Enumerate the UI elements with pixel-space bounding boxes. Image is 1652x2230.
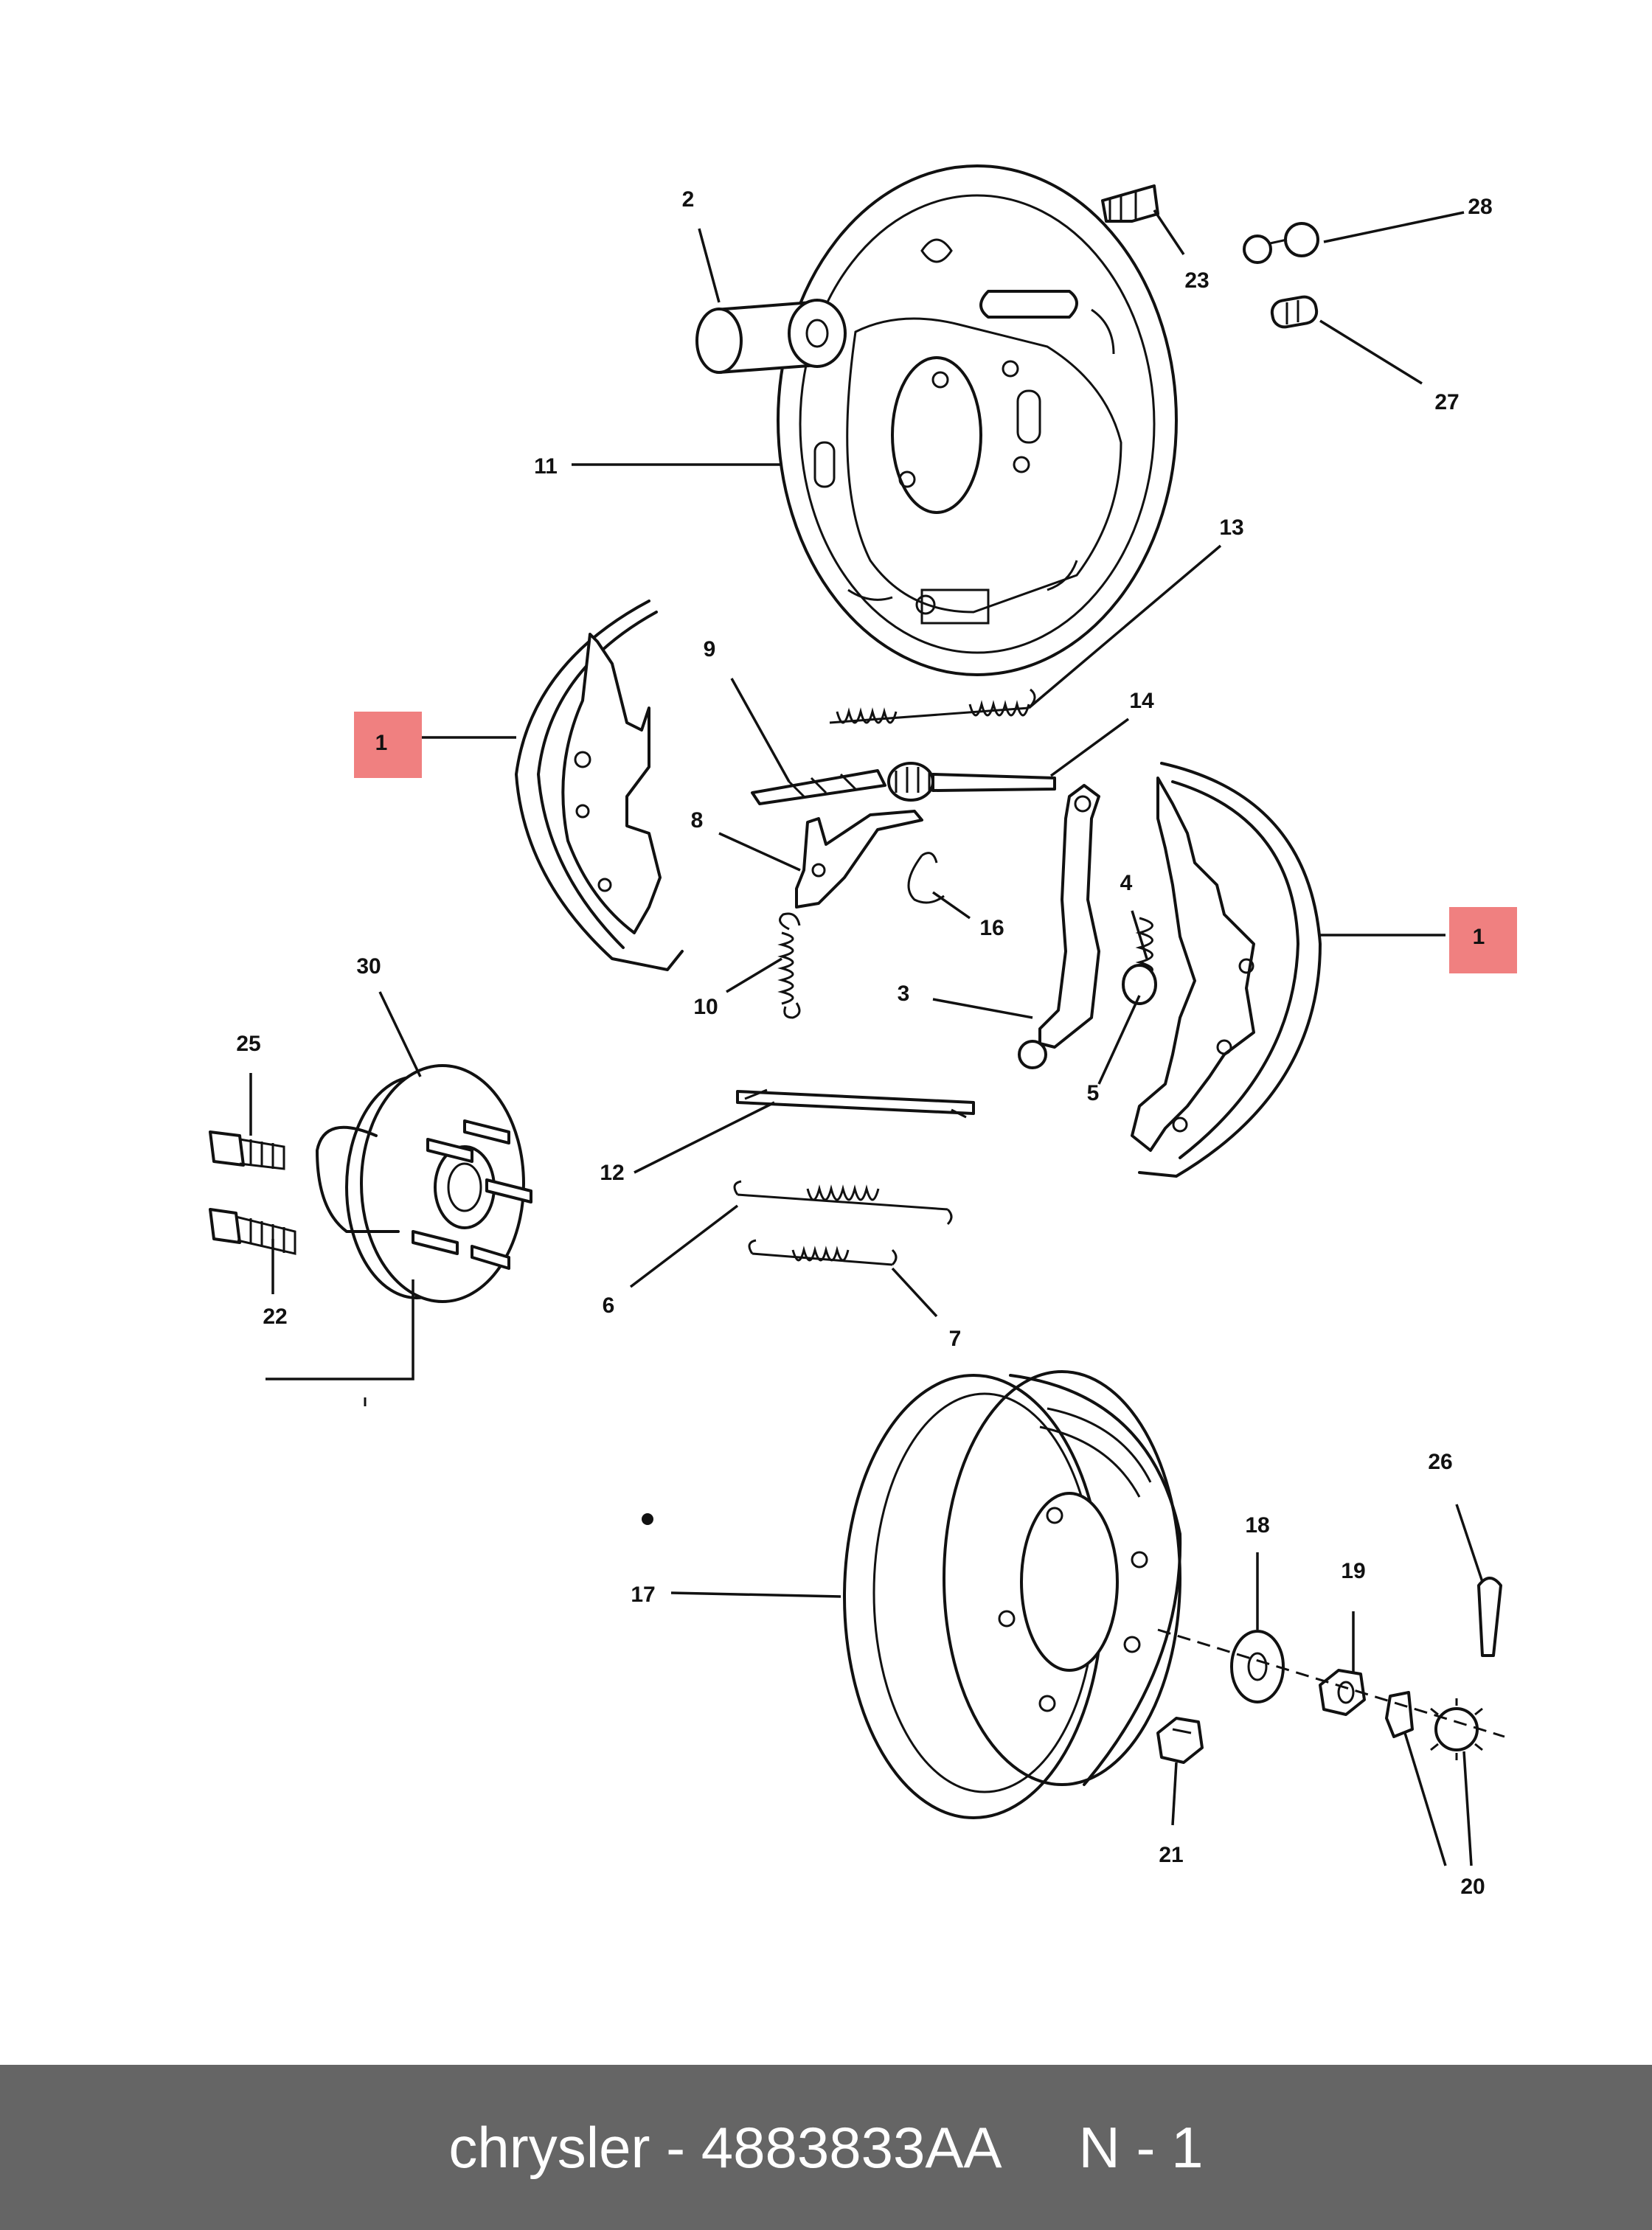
- callout-12[interactable]: 12: [600, 1161, 624, 1185]
- cotter-pin-drawing: [1477, 1577, 1502, 1657]
- leader-lines: [249, 209, 1484, 1866]
- brake-shoe-right-drawing: [1131, 762, 1322, 1178]
- callout-23[interactable]: 23: [1184, 268, 1209, 293]
- callout-4[interactable]: 4: [1120, 871, 1133, 895]
- callout-18[interactable]: 18: [1245, 1513, 1269, 1538]
- lower-spring-7-drawing: [748, 1239, 898, 1266]
- callout-10[interactable]: 10: [693, 995, 718, 1019]
- hub-nut-19-drawing: [1319, 1669, 1366, 1716]
- lower-spring-6-drawing: [733, 1180, 953, 1226]
- callout-3[interactable]: 3: [898, 982, 910, 1006]
- callout-22[interactable]: 22: [263, 1305, 287, 1329]
- callout-30[interactable]: 30: [356, 954, 381, 979]
- callout-6[interactable]: 6: [603, 1293, 615, 1318]
- washer-drawing: [1230, 1630, 1285, 1703]
- callout-25[interactable]: 25: [236, 1032, 260, 1056]
- callout-2[interactable]: 2: [682, 187, 695, 212]
- brake-shoe-left-drawing: [515, 600, 684, 971]
- brake-drum-drawing: [843, 1370, 1182, 1819]
- spring-clip-drawing: [907, 852, 945, 904]
- callout-1-left[interactable]: 1: [375, 731, 388, 755]
- footer-caption: chrysler - 4883833AA N - 1: [448, 2114, 1204, 2180]
- callout-1-right[interactable]: 1: [1473, 925, 1485, 949]
- footer-bar: chrysler - 4883833AA N - 1: [0, 2065, 1652, 2230]
- callout-1-highlight-left: [354, 712, 422, 778]
- callout-21[interactable]: 21: [1159, 1843, 1183, 1867]
- callout-7[interactable]: 7: [949, 1327, 962, 1351]
- bleeder-screw-drawing: [1101, 184, 1159, 223]
- upper-return-spring-drawing: [829, 688, 1036, 724]
- callout-26[interactable]: 26: [1428, 1450, 1452, 1474]
- nut-lock-drawing: [1385, 1691, 1483, 1760]
- callout-28[interactable]: 28: [1468, 195, 1492, 219]
- backing-plate-drawing: [777, 164, 1178, 676]
- wheel-cylinder-drawing: [695, 299, 847, 374]
- adjuster-assembly-drawing: [751, 762, 1056, 805]
- callout-13[interactable]: 13: [1219, 515, 1243, 540]
- callout-17[interactable]: 17: [631, 1583, 655, 1607]
- callout-9[interactable]: 9: [704, 637, 716, 661]
- hold-down-spring-drawing: [1122, 917, 1157, 1005]
- callout-8[interactable]: 8: [691, 808, 704, 833]
- callout-19[interactable]: 19: [1341, 1559, 1365, 1583]
- park-brake-lever-drawing: [1018, 784, 1100, 1069]
- strut-drawing: [736, 1088, 975, 1119]
- callout-11[interactable]: 11: [534, 454, 558, 479]
- adjuster-spring-drawing: [777, 912, 801, 1019]
- callout-20[interactable]: 20: [1460, 1875, 1485, 1899]
- adjuster-lever-drawing: [795, 810, 923, 909]
- plug-27-drawing: [1270, 295, 1319, 329]
- brake-assembly-diagram: 1 1 2 3 4 5 6 7 8 9 10 11 12 13 14 16 17…: [209, 164, 1517, 1899]
- callout-5[interactable]: 5: [1087, 1081, 1100, 1105]
- stray-dot: [642, 1513, 653, 1525]
- callout-14[interactable]: 14: [1129, 689, 1154, 713]
- callout-labels: 1 1 2 3 4 5 6 7 8 9 10 11 12 13 14 16 17…: [236, 187, 1492, 1899]
- plug-28-drawing: [1243, 222, 1319, 264]
- wheel-stud-22-drawing: [209, 1208, 296, 1255]
- lug-nut-21-drawing: [1156, 1717, 1204, 1764]
- callout-16[interactable]: 16: [979, 916, 1004, 940]
- callout-1-highlight-right: [1449, 907, 1517, 973]
- wheel-stud-25-drawing: [209, 1130, 285, 1170]
- callout-27[interactable]: 27: [1434, 390, 1459, 414]
- hub-drawing: [316, 1064, 532, 1303]
- axle-centerline: [1157, 1628, 1505, 1738]
